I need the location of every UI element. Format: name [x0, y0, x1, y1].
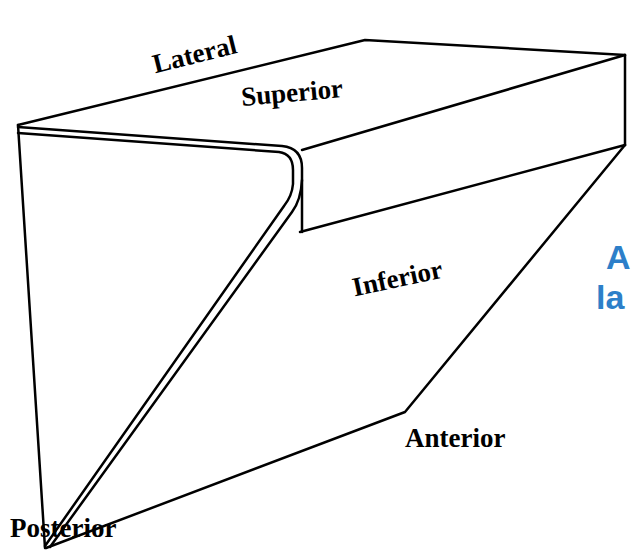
- right-edge: [624, 55, 627, 145]
- side-label: Lateral: [150, 31, 239, 78]
- side-label: Posterior: [10, 515, 116, 542]
- superior-front-edge: [302, 55, 625, 150]
- side-label: Anterior: [405, 425, 505, 452]
- partial-title-text: A: [606, 240, 631, 274]
- posterior-edge: [18, 125, 45, 548]
- rounded-edge-inner: [18, 133, 293, 546]
- rounded-edge-diagonal: [50, 180, 302, 547]
- partial-title-text: la: [596, 280, 624, 314]
- band-lower-edge: [300, 145, 625, 232]
- side-label: Superior: [240, 75, 344, 111]
- side-label: Inferior: [350, 256, 445, 301]
- inferior-edge: [46, 145, 625, 548]
